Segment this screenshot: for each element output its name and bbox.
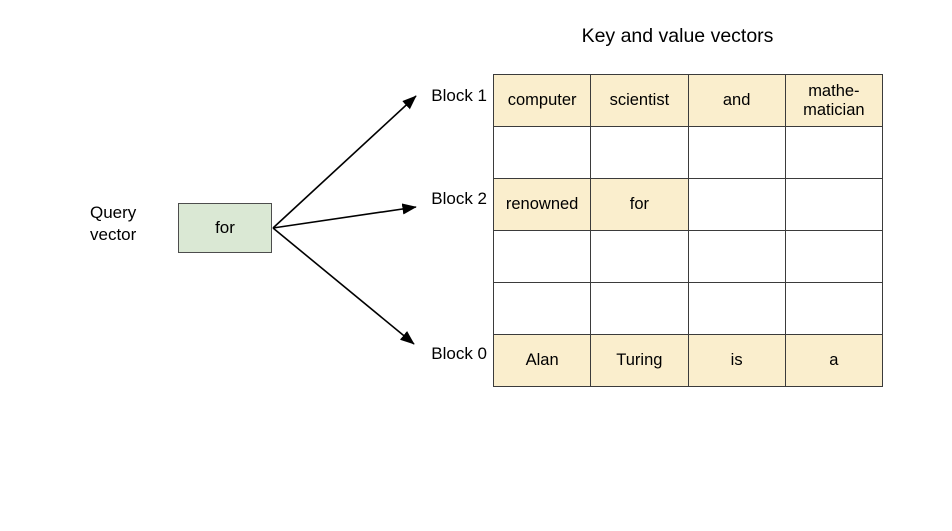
- vector-cell-token[interactable]: for: [590, 178, 689, 231]
- vector-cell-token[interactable]: Turing: [590, 334, 689, 387]
- vector-grid-row: [492, 230, 884, 283]
- vector-cell-empty[interactable]: [492, 126, 592, 179]
- vector-cell-empty[interactable]: [784, 178, 884, 231]
- vector-grid-row: [492, 282, 884, 335]
- vector-cell-empty[interactable]: [687, 282, 786, 335]
- query-vector-box[interactable]: for: [178, 203, 272, 253]
- vector-cell-empty[interactable]: [784, 282, 884, 335]
- vector-cell-empty[interactable]: [784, 126, 884, 179]
- vector-cell-line: for: [629, 195, 649, 213]
- vector-cell-token[interactable]: and: [687, 74, 786, 127]
- query-vector-box-text: for: [215, 218, 235, 237]
- query-vector-label-line1: Query: [90, 203, 137, 222]
- vector-cell-empty[interactable]: [687, 230, 786, 283]
- vector-grid-row: renowned for: [492, 178, 884, 231]
- vector-cell-empty[interactable]: [687, 126, 786, 179]
- diagram-title: Key and value vectors: [581, 25, 774, 47]
- vector-cell-line: a: [829, 351, 839, 369]
- vector-cell-line: matician: [803, 100, 865, 119]
- vector-grid-row: [492, 126, 884, 179]
- vector-cell-line: Alan: [525, 351, 559, 369]
- vector-cell-empty[interactable]: [687, 178, 786, 231]
- vector-cell-empty[interactable]: [590, 126, 689, 179]
- key-value-vector-grid: computer scientist and mathe-matician renown…: [492, 74, 884, 387]
- query-vector-label-line2: vector: [90, 225, 137, 244]
- vector-cell-token[interactable]: scientist: [590, 74, 689, 127]
- block-label-block-1: Block 1: [431, 86, 487, 105]
- arrow-to-block-0: [272, 227, 415, 345]
- vector-cell-token[interactable]: Alan: [492, 334, 592, 387]
- vector-cell-line: scientist: [609, 91, 670, 109]
- vector-cell-token[interactable]: is: [687, 334, 786, 387]
- vector-cell-empty[interactable]: [590, 230, 689, 283]
- vector-cell-token[interactable]: renowned: [492, 178, 592, 231]
- block-label-block-2: Block 2: [431, 189, 487, 208]
- vector-cell-line: is: [730, 351, 743, 369]
- vector-grid-row: Alan Turing is a: [492, 334, 884, 387]
- vector-cell-empty[interactable]: [492, 282, 592, 335]
- vector-cell-line: and: [722, 91, 751, 109]
- query-vector-label: Query vector: [90, 202, 170, 246]
- arrow-to-block-2: [272, 203, 417, 229]
- vector-grid-row: computer scientist and mathe-matician: [492, 74, 884, 127]
- vector-cell-empty[interactable]: [492, 230, 592, 283]
- vector-cell-line: Turing: [616, 351, 663, 369]
- vector-cell-token[interactable]: computer: [492, 74, 592, 127]
- vector-cell-token[interactable]: mathe-matician: [784, 74, 884, 127]
- vector-cell-token[interactable]: a: [784, 334, 884, 387]
- arrow-to-block-1: [272, 95, 417, 229]
- vector-cell-line: computer: [507, 91, 577, 109]
- vector-cell-line: renowned: [505, 195, 579, 213]
- vector-cell-empty[interactable]: [590, 282, 689, 335]
- vector-cell-empty[interactable]: [784, 230, 884, 283]
- block-label-block-0: Block 0: [431, 344, 487, 363]
- vector-cell-line: mathe-: [808, 81, 860, 100]
